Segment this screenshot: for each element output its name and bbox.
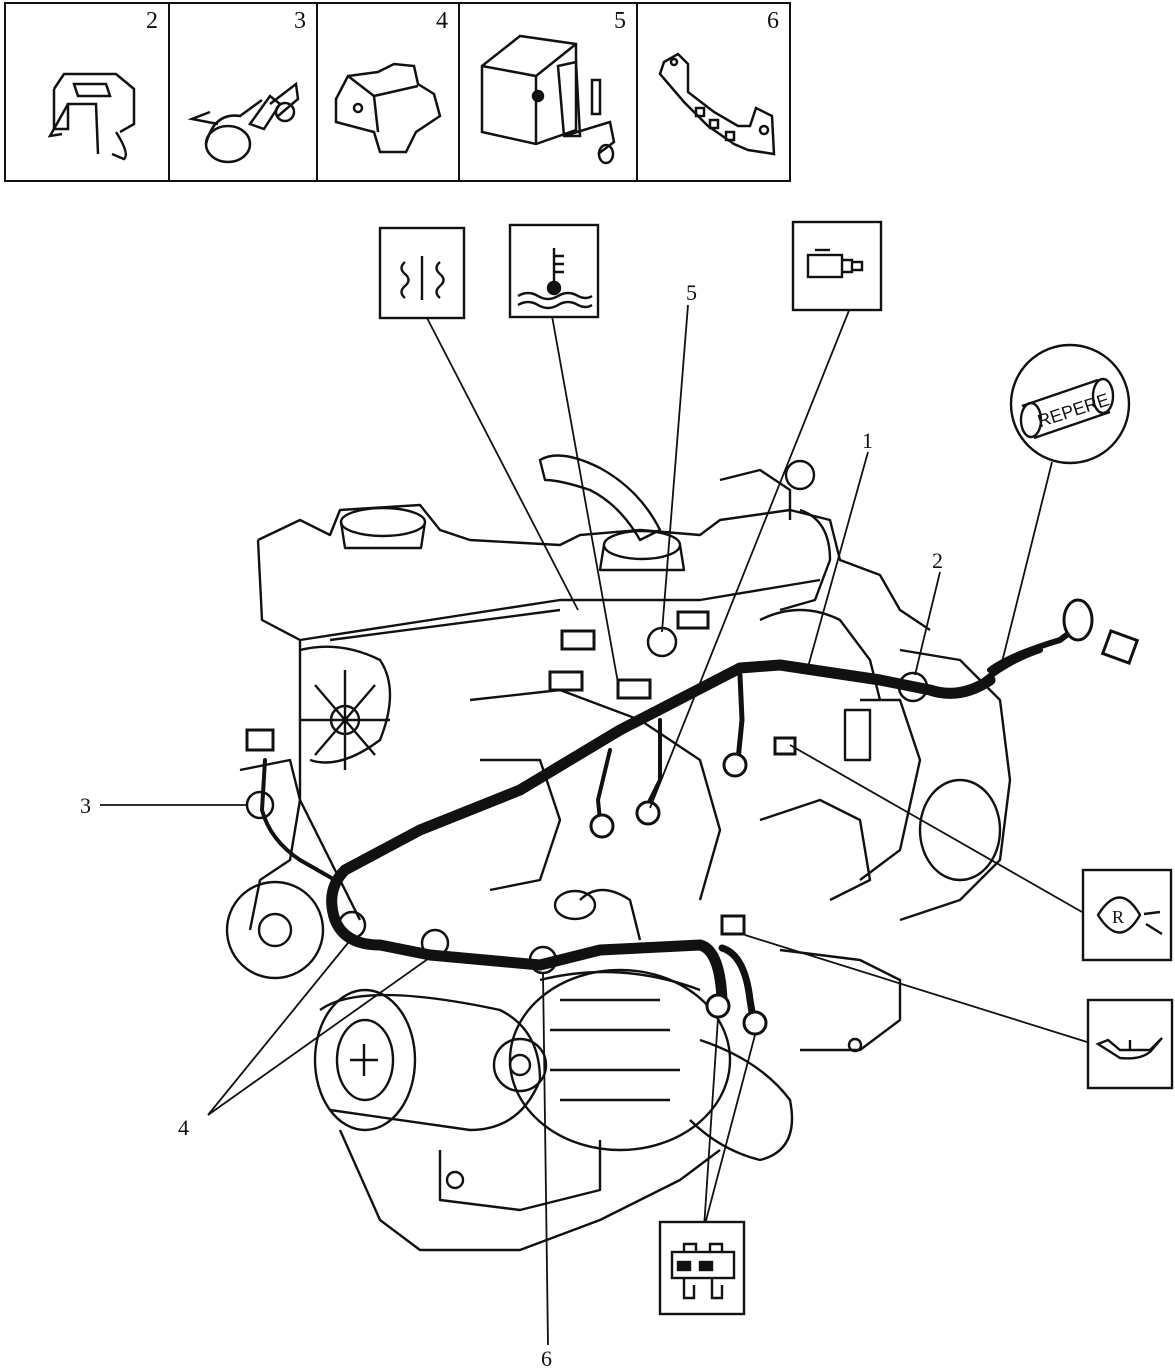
sensor-connector <box>773 736 797 756</box>
callout-numbers: 1 2 3 4 5 6 <box>80 280 943 1370</box>
callout-5: 5 <box>686 280 697 305</box>
part-number: 3 <box>294 8 306 34</box>
connector-block <box>245 728 275 752</box>
coolant-temp-icon <box>508 223 600 319</box>
bracket-clip-icon <box>334 62 442 154</box>
ring-terminal <box>705 993 731 1019</box>
ring-terminal <box>589 813 615 839</box>
callout-6: 6 <box>541 1346 552 1370</box>
part-number: 5 <box>614 8 626 34</box>
sensor-connector <box>560 629 596 651</box>
part-number: 4 <box>436 8 448 34</box>
oil-pressure-icon <box>1086 998 1174 1090</box>
clip-markers <box>245 626 929 975</box>
sensor-connector <box>720 914 746 936</box>
callout-2: 2 <box>932 548 943 573</box>
sensor-connector <box>616 678 652 700</box>
leader-lines <box>100 304 1088 1346</box>
engine-drawing <box>225 454 1012 1252</box>
wiring-harness <box>260 622 1083 1016</box>
part-cell-4: 4 <box>318 4 460 180</box>
part-cell-5: 5 <box>460 4 638 180</box>
reverse-switch-icon: R <box>1081 868 1173 962</box>
symbol-boxes: REPERE R <box>378 220 1174 1316</box>
knock-sensor-icon <box>378 226 466 320</box>
sensor-connector <box>548 670 584 692</box>
clip-icon <box>47 72 136 161</box>
plug-connector <box>1062 598 1094 642</box>
sensor-connector <box>676 610 710 630</box>
callout-1: 1 <box>862 428 873 453</box>
repere-badge: REPERE <box>1009 343 1131 465</box>
terminals <box>245 598 1140 1036</box>
callout-3: 3 <box>80 793 91 818</box>
callout-4: 4 <box>178 1115 189 1140</box>
starter-motor-icon <box>791 220 883 312</box>
part-cell-3: 3 <box>170 4 318 180</box>
part-number: 2 <box>146 8 158 34</box>
ring-terminal <box>722 752 748 778</box>
parts-legend: 2 3 4 <box>4 2 791 182</box>
cable-tie-icon <box>187 81 300 164</box>
part-cell-2: 2 <box>6 4 170 180</box>
part-number: 6 <box>767 8 779 34</box>
ring-terminal <box>742 1010 768 1036</box>
reverse-text: R <box>1112 907 1124 927</box>
mounting-strap-icon <box>658 52 776 156</box>
relay-block-icon <box>658 1220 746 1316</box>
ring-terminal <box>635 800 661 826</box>
connector-block <box>1100 629 1140 665</box>
part-cell-6: 6 <box>638 4 789 180</box>
housing-clamp-icon <box>480 34 616 165</box>
